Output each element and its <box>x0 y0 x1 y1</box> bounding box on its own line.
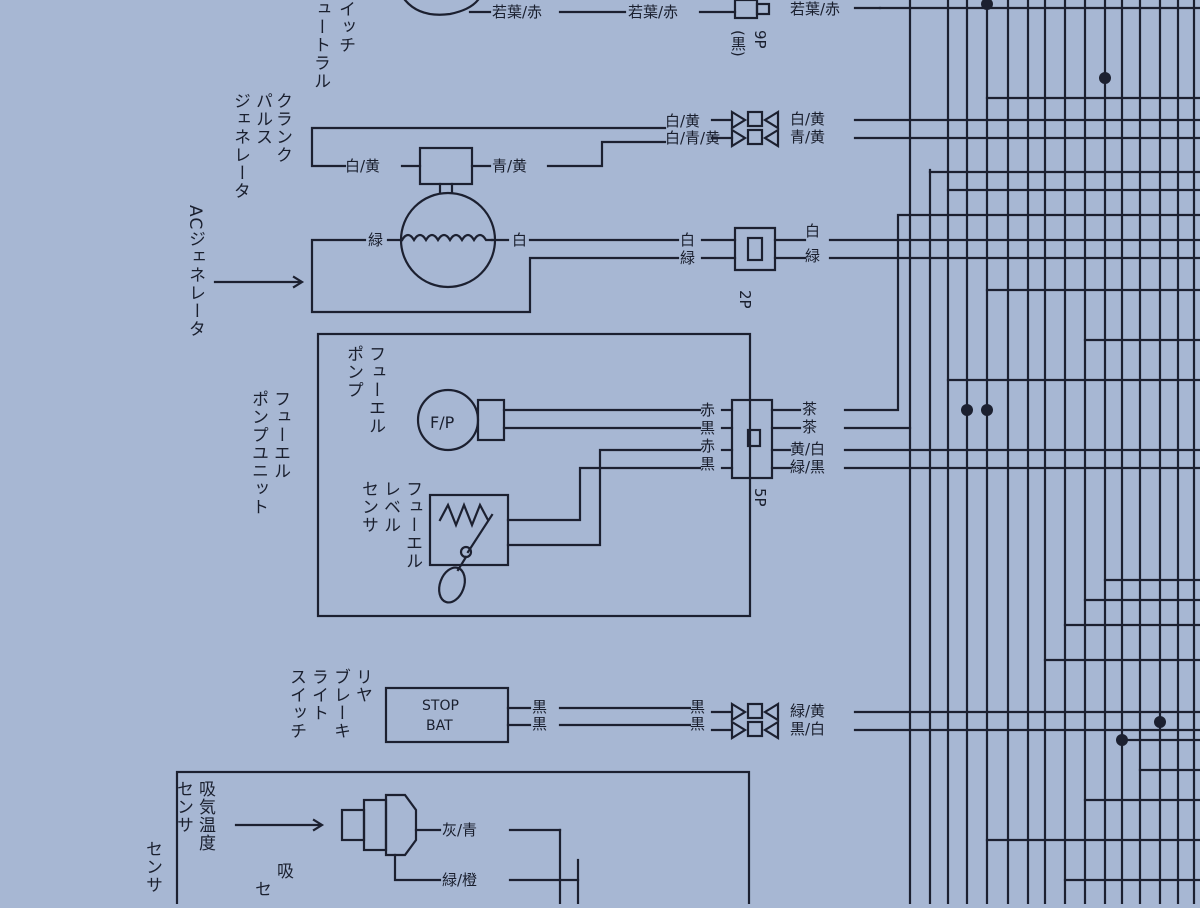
wire-label: 灰/青 <box>442 821 477 839</box>
crank-pulse-generator: クランク パルス ジェネレータ 白/黄 青/黄 白/黄 白/青/黄 白/黄 青/… <box>230 92 825 200</box>
harness-bus <box>828 0 1200 906</box>
rear-brake-light-switch: リヤ ブレーキ ライト スイッチ STOP BAT 黒 黒 黒 黒 緑/黄 黒/… <box>286 668 825 744</box>
crank-pulse-sensor <box>418 146 474 186</box>
fuel-pump-label-1: フューエル <box>365 345 385 435</box>
wire-label: 茶 <box>802 418 817 436</box>
wire-label: 黒 <box>690 715 705 733</box>
ac-generator-label: ACジェネレータ <box>185 205 205 338</box>
connector-2p <box>733 226 777 272</box>
sensor-unit-label: センサ <box>142 840 162 894</box>
wire-label: 緑/黒 <box>790 458 825 476</box>
intake-temp-label-1: 吸気温度 <box>195 780 216 852</box>
junction-dot <box>1154 716 1166 728</box>
brake-label-3: ライト <box>308 668 328 722</box>
crank-pulse-label-2: パルス <box>252 92 272 146</box>
wire-label: 黄/白 <box>790 440 825 458</box>
sensor-unit-box <box>175 770 751 908</box>
intake-temp-label-2: センサ <box>173 780 193 834</box>
fuel-level-label-3: センサ <box>358 480 378 534</box>
brake-label-1: リヤ <box>352 668 372 704</box>
junction-dot <box>981 0 993 10</box>
wire-label: 黒 <box>700 419 715 437</box>
wire-label: 黒 <box>700 455 715 473</box>
brake-switch-box <box>384 686 510 744</box>
connector-5p-label: 5P <box>751 488 769 507</box>
wire-label: 黒 <box>690 698 705 716</box>
crank-pulse-label-3: ジェネレータ <box>230 92 250 200</box>
brake-label-2: ブレーキ <box>330 668 350 740</box>
fuel-pump-unit-box <box>316 332 752 618</box>
wire-label: 緑/黄 <box>790 702 825 720</box>
ac-generator: ACジェネレータ 緑 白 白 緑 2P 白 緑 <box>185 191 820 338</box>
fuel-pump-label-2: ポンプ <box>343 345 363 399</box>
fuel-level-label-2: レベル <box>380 480 400 534</box>
wire-label: 茶 <box>802 400 817 418</box>
connector-5p <box>730 398 774 480</box>
neutral-switch: ュートラル イッチ 若葉/赤 若葉/赤 若葉/赤 9P (黒) <box>310 0 882 90</box>
wire-label: 緑 <box>805 247 820 265</box>
wire-label: 若葉/赤 <box>790 0 840 18</box>
junction-dot <box>981 404 993 416</box>
wire-label: 黒/白 <box>790 720 825 738</box>
fuel-pump-symbol: F/P <box>430 413 455 432</box>
wire-label: 青/黄 <box>790 128 825 146</box>
wire-label: 赤 <box>700 401 715 419</box>
intake-temp-sensor <box>384 793 418 857</box>
fuel-level-sensor <box>428 493 510 567</box>
wire-label: 白 <box>512 231 527 249</box>
fuel-pump-unit-label-2: ポンプユニット <box>248 390 268 516</box>
wire-label: 緑 <box>368 231 383 249</box>
junction-dot <box>1099 72 1111 84</box>
connector-9p-label: 9P <box>751 30 769 49</box>
wire-label: 白/黄 <box>790 110 825 128</box>
sensor-unit: センサ 吸気温度 センサ 灰/青 緑/橙 吸 セ <box>142 770 751 908</box>
wire-label: 黒 <box>532 698 547 716</box>
brake-box-line2: BAT <box>426 718 453 734</box>
wire-label: 赤 <box>700 437 715 455</box>
wire-label: 黒 <box>532 715 547 733</box>
wire-label: 白 <box>805 222 820 240</box>
wire-label: 若葉/赤 <box>492 3 542 21</box>
fuel-pump-unit: フューエル ポンプユニット フューエル ポンプ F/P 赤 黒 赤 黒 フューエ… <box>248 332 825 618</box>
neutral-switch-label-1: ュートラル <box>310 0 330 90</box>
connector-9p-sub: (黒) <box>729 30 747 57</box>
fuel-level-label-1: フューエル <box>402 480 422 570</box>
wire-label: 青/黄 <box>492 157 527 175</box>
junction-dot <box>961 404 973 416</box>
wire-label: 白/青/黄 <box>665 129 720 147</box>
crank-pulse-label-1: クランク <box>272 92 292 164</box>
partial-label: 吸 <box>273 862 293 880</box>
wire-label: 緑/橙 <box>442 871 477 889</box>
brake-label-4: スイッチ <box>286 668 306 740</box>
wire-label: 若葉/赤 <box>628 3 678 21</box>
neutral-switch-label-2: イッチ <box>335 0 355 54</box>
wire-label: 白 <box>680 231 695 249</box>
wire-label: 白/黄 <box>665 112 700 130</box>
connector-2p-label: 2P <box>736 290 754 309</box>
junction-dot <box>1116 734 1128 746</box>
partial-label: セ <box>251 880 271 898</box>
brake-box-line1: STOP <box>422 698 459 714</box>
fuel-pump-unit-label-1: フューエル <box>270 390 290 480</box>
wire-label: 白/黄 <box>345 157 380 175</box>
wire-label: 緑 <box>680 249 695 267</box>
